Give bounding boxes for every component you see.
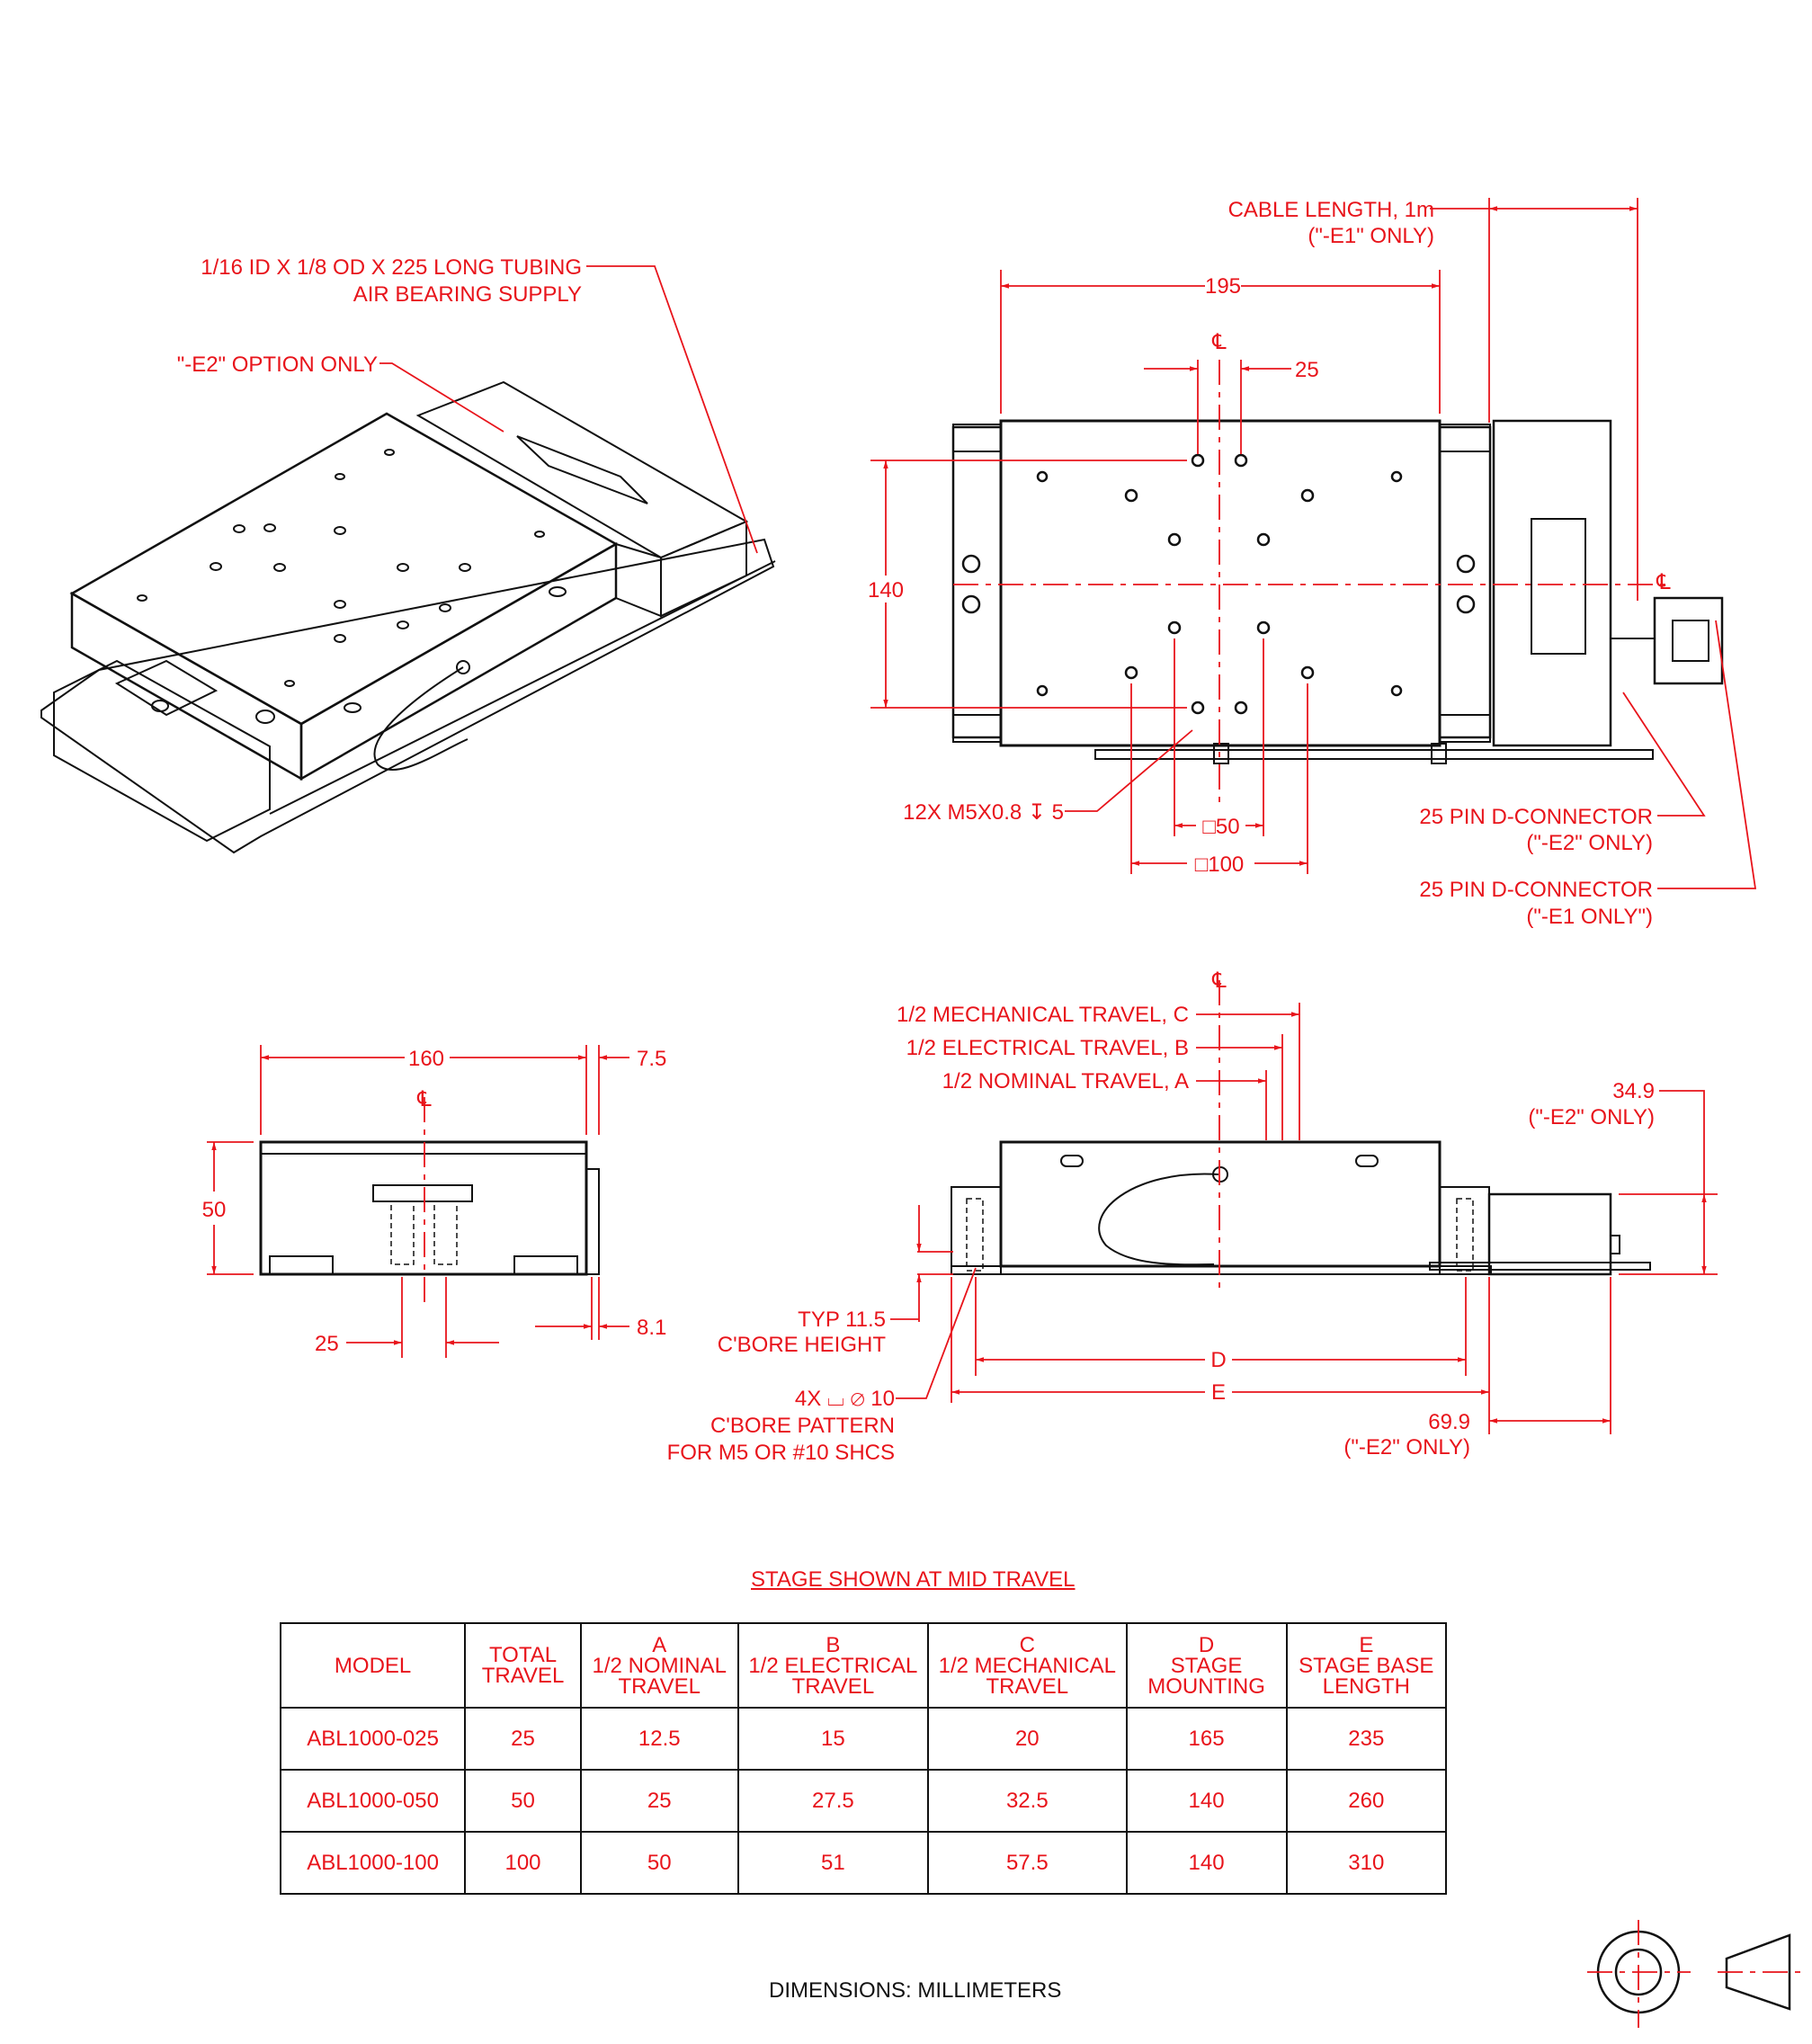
table-cell: 20 bbox=[927, 1707, 1128, 1771]
mech-travel-callout: 1/2 MECHANICAL TRAVEL, C bbox=[897, 1003, 1189, 1027]
isometric-view bbox=[40, 265, 776, 854]
table-cell: 25 bbox=[579, 1769, 739, 1833]
third-angle-projection-symbol bbox=[1587, 1920, 1808, 2028]
table-cell: 235 bbox=[1285, 1707, 1448, 1771]
table-cell: 25 bbox=[464, 1707, 582, 1771]
table-cell: 57.5 bbox=[927, 1831, 1128, 1895]
table-cell: 51 bbox=[736, 1831, 930, 1895]
table-cell: 50 bbox=[579, 1831, 739, 1895]
top-view bbox=[870, 198, 1757, 889]
table-cell: 260 bbox=[1285, 1769, 1448, 1833]
table-header-text: C bbox=[1019, 1632, 1035, 1657]
table-header-text: STAGE BASE bbox=[1299, 1653, 1434, 1678]
table-cell: 27.5 bbox=[736, 1769, 930, 1833]
table-header-text: LENGTH bbox=[1322, 1674, 1410, 1699]
table-cell: 12.5 bbox=[579, 1707, 739, 1771]
dim-160: 160 bbox=[408, 1047, 444, 1071]
table-header-text: MODEL bbox=[334, 1653, 412, 1678]
e2-option-callout: "-E2" OPTION ONLY bbox=[177, 353, 378, 377]
side-view bbox=[890, 980, 1718, 1434]
dim-195: 195 bbox=[1205, 274, 1241, 299]
table-cell: ABL1000-050 bbox=[279, 1769, 467, 1833]
dim-34-9: 34.9 bbox=[1612, 1079, 1655, 1103]
cbore-pattern-line2: C'BORE PATTERN bbox=[710, 1414, 895, 1438]
table-cell: 32.5 bbox=[927, 1769, 1128, 1833]
dim-7-5: 7.5 bbox=[637, 1047, 666, 1071]
table-header-text: MOUNTING bbox=[1147, 1674, 1265, 1699]
table-title: STAGE SHOWN AT MID TRAVEL bbox=[751, 1567, 1076, 1592]
typ-cbore-line2: C'BORE HEIGHT bbox=[718, 1333, 887, 1357]
dim-50: 50 bbox=[202, 1198, 227, 1222]
typ-cbore-line1: TYP 11.5 bbox=[798, 1308, 886, 1332]
dim-8-1: 8.1 bbox=[637, 1316, 666, 1340]
dim-69-9: 69.9 bbox=[1428, 1410, 1470, 1434]
dconn-e1-line2: ("-E1 ONLY") bbox=[1526, 905, 1653, 929]
dim-D: D bbox=[1210, 1348, 1226, 1372]
table-header-text: TOTAL bbox=[488, 1643, 558, 1667]
cable-length-callout-line2: ("-E1" ONLY) bbox=[1308, 224, 1434, 248]
annotation-labels: 1/16 ID X 1/8 OD X 225 LONG TUBING AIR B… bbox=[177, 198, 1672, 1465]
table-cell: ABL1000-100 bbox=[279, 1831, 467, 1895]
table-header-text: STAGE bbox=[1170, 1653, 1243, 1678]
table-header-text: B bbox=[826, 1632, 841, 1657]
end-view bbox=[207, 1045, 629, 1358]
nom-travel-callout: 1/2 NOMINAL TRAVEL, A bbox=[942, 1069, 1189, 1093]
table-cell: 50 bbox=[464, 1769, 582, 1833]
cbore-pattern-line1: 4X ⌴ ⌀ 10 bbox=[795, 1387, 895, 1411]
dconn-e2-line2: ("-E2" ONLY) bbox=[1526, 831, 1653, 855]
dim-69-9-note: ("-E2" ONLY) bbox=[1343, 1435, 1470, 1459]
dim-sq100: □100 bbox=[1195, 852, 1245, 877]
table-cell: 100 bbox=[464, 1831, 582, 1895]
dim-25-end: 25 bbox=[315, 1332, 339, 1356]
centerline-symbol-right: ℄ bbox=[1656, 570, 1671, 594]
dconn-e1-line1: 25 PIN D-CONNECTOR bbox=[1419, 878, 1653, 902]
cbore-pattern-line3: FOR M5 OR #10 SHCS bbox=[667, 1441, 895, 1465]
table-cell: 140 bbox=[1125, 1769, 1288, 1833]
table-header-text: TRAVEL bbox=[791, 1674, 875, 1699]
dim-34-9-note: ("-E2" ONLY) bbox=[1528, 1105, 1655, 1129]
dim-140: 140 bbox=[868, 578, 904, 602]
table-header-text: E bbox=[1359, 1632, 1374, 1657]
table-header-text: TRAVEL bbox=[618, 1674, 701, 1699]
table-cell: 165 bbox=[1125, 1707, 1288, 1771]
table-header-cell: MODEL bbox=[279, 1622, 467, 1709]
elec-travel-callout: 1/2 ELECTRICAL TRAVEL, B bbox=[906, 1036, 1189, 1060]
table-header-text: A bbox=[652, 1632, 667, 1657]
table-header-text: 1/2 ELECTRICAL bbox=[748, 1653, 918, 1678]
table-header-text: 1/2 NOMINAL bbox=[592, 1653, 727, 1678]
tubing-callout-line2: AIR BEARING SUPPLY bbox=[353, 282, 582, 307]
dim-sq50: □50 bbox=[1202, 815, 1239, 839]
table-cell: 140 bbox=[1125, 1831, 1288, 1895]
centerline-symbol-top: ℄ bbox=[1211, 330, 1227, 354]
table-cell: ABL1000-025 bbox=[279, 1707, 467, 1771]
centerline-symbol-end: ℄ bbox=[416, 1087, 432, 1111]
tapped-holes-callout: 12X M5X0.8 ↧ 5 bbox=[903, 800, 1064, 825]
table-header-text: TRAVEL bbox=[481, 1664, 565, 1688]
dim-E: E bbox=[1211, 1380, 1226, 1405]
table-cell: 310 bbox=[1285, 1831, 1448, 1895]
units-note: DIMENSIONS: MILLIMETERS bbox=[769, 1978, 1062, 2003]
tubing-callout-line1: 1/16 ID X 1/8 OD X 225 LONG TUBING bbox=[201, 255, 582, 280]
dconn-e2-line1: 25 PIN D-CONNECTOR bbox=[1419, 805, 1653, 829]
table-cell: 15 bbox=[736, 1707, 930, 1771]
dim-25-top: 25 bbox=[1295, 358, 1319, 382]
table-header-text: D bbox=[1198, 1632, 1215, 1657]
table-header-text: 1/2 MECHANICAL bbox=[938, 1653, 1116, 1678]
table-header-text: TRAVEL bbox=[986, 1674, 1069, 1699]
cable-length-callout-line1: CABLE LENGTH, 1m bbox=[1228, 198, 1434, 222]
centerline-symbol-side: ℄ bbox=[1211, 968, 1227, 993]
